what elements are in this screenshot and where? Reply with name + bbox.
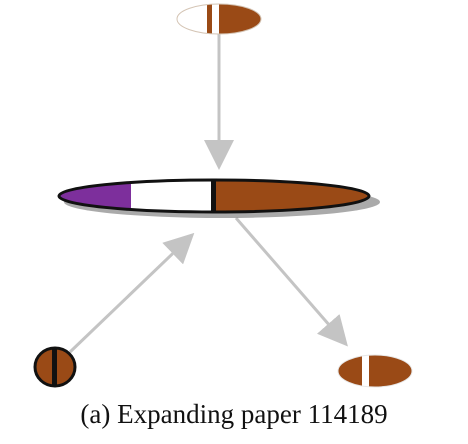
center-node xyxy=(57,178,371,214)
bottom-right-node xyxy=(337,354,413,388)
top-node-divider-segment xyxy=(207,4,212,34)
caption-label: (a) xyxy=(80,399,111,429)
top-node-brown-segment xyxy=(219,4,261,34)
top-node xyxy=(176,3,262,35)
center-node-divider xyxy=(211,180,216,212)
top-node-white-segment xyxy=(212,4,219,34)
bottom-left-node-bar xyxy=(52,348,57,386)
edge-center-to-right xyxy=(234,217,348,347)
center-node-white-segment xyxy=(131,180,211,212)
bottom-right-node-left-segment xyxy=(338,355,362,387)
bottom-right-node-right-segment xyxy=(369,355,412,387)
bottom-left-node xyxy=(33,346,77,388)
figure-caption: (a) Expanding paper 114189 xyxy=(0,398,468,430)
caption-text: Expanding paper 114189 xyxy=(117,399,388,429)
top-node-left-segment xyxy=(177,4,207,34)
edge-left-to-center xyxy=(68,232,195,354)
bottom-right-node-white-segment xyxy=(362,355,369,387)
